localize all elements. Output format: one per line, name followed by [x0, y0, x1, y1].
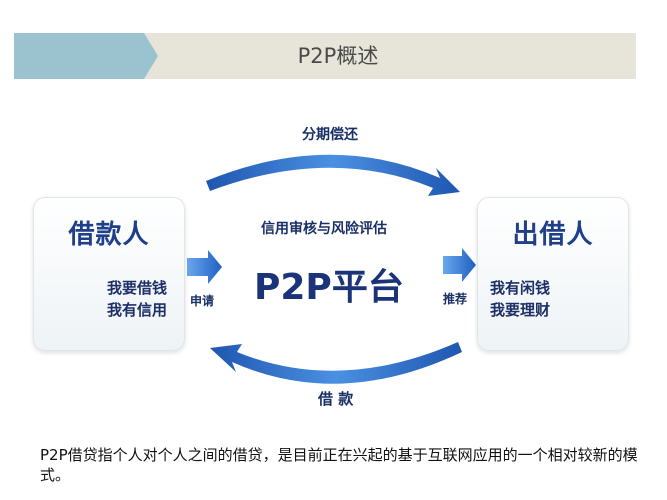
recommend-label: 推荐: [443, 292, 468, 306]
description-text: P2P借贷指个人对个人之间的借贷，是目前正在兴起的基于互联网应用的一个相对较新的…: [40, 446, 638, 484]
apply-label: 申请: [190, 294, 215, 308]
lender-card: 出借人 我有闲钱 我要理财: [477, 197, 629, 351]
lender-line-wealth-management: 我要理财: [490, 301, 551, 319]
platform-label: P2P平台: [254, 267, 404, 308]
apply-arrow: [187, 250, 222, 284]
credit-review-caption: 信用审核与风险评估: [261, 221, 387, 237]
loan-arc-arrow: [210, 342, 462, 384]
borrower-card: 借款人 我要借钱 我有信用: [33, 197, 185, 351]
lender-title: 出借人: [512, 220, 594, 250]
repayment-label: 分期偿还: [302, 127, 358, 143]
repayment-arc-arrow: [206, 154, 460, 196]
borrower-line-have-credit: 我有信用: [107, 301, 168, 319]
recommend-arrow: [443, 248, 476, 282]
page-title: P2P概述: [297, 44, 379, 68]
lender-line-spare-money: 我有闲钱: [490, 279, 551, 297]
header-accent: [14, 33, 144, 79]
borrower-line-need-money: 我要借钱: [107, 279, 168, 297]
header-notch: [144, 33, 158, 79]
loan-label: 借 款: [318, 390, 354, 408]
borrower-title: 借款人: [68, 220, 150, 250]
